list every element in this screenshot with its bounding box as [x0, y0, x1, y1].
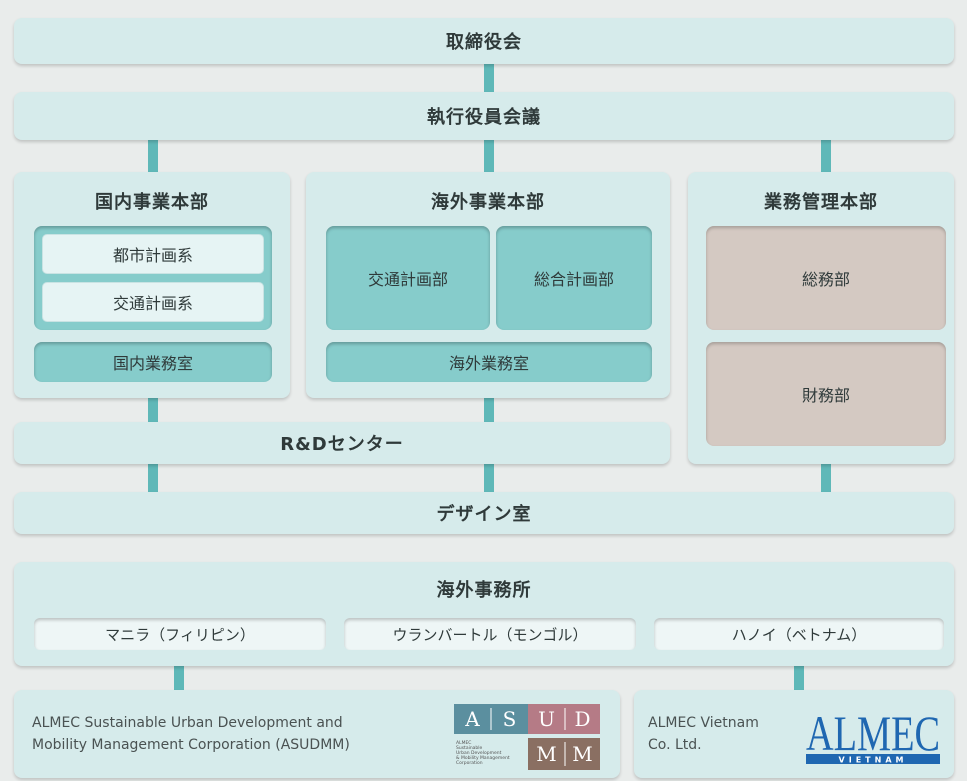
asudmm-logo-letter-a: A	[464, 707, 480, 731]
connector-admin-design	[821, 464, 831, 492]
office-manila: マニラ（フィリピン）	[34, 618, 326, 650]
office-hanoi: ハノイ（ベトナム）	[654, 618, 944, 650]
admin-division-title: 業務管理本部	[764, 192, 878, 213]
almec-vietnam-name-line1: ALMEC Vietnam	[648, 715, 759, 731]
almec-vietnam-name: ALMEC Vietnam Co. Ltd.	[648, 712, 798, 756]
domestic-groups-container: 都市計画系 交通計画系	[34, 226, 272, 330]
asudmm-company-box: ALMEC Sustainable Urban Development and …	[14, 690, 620, 778]
connector-exec-domestic	[148, 140, 158, 172]
board-box: 取締役会	[14, 18, 954, 64]
exec-committee-label: 執行役員会議	[427, 107, 541, 128]
asudmm-logo-letter-m1: M	[536, 742, 556, 766]
connector-domestic-rd	[148, 398, 158, 422]
design-office-box: デザイン室	[14, 492, 954, 534]
asudmm-name-line2: Mobility Management Corporation (ASUDMM)	[32, 737, 350, 753]
connector-rd-design-mid	[484, 464, 494, 492]
connector-offices-asudmm	[174, 666, 184, 690]
overseas-dept-transport: 交通計画部	[326, 226, 490, 330]
overseas-division-panel: 海外事業本部 交通計画部 総合計画部 海外業務室	[306, 172, 670, 398]
overseas-offices-title: 海外事務所	[436, 580, 532, 601]
almec-vietnam-box: ALMEC Vietnam Co. Ltd. ALMEC VIETNAM	[634, 690, 954, 778]
asudmm-logo-caption-4: & Mobility Management	[456, 755, 510, 761]
domestic-group-transport: 交通計画系	[42, 282, 264, 322]
connector-overseas-rd	[484, 398, 494, 422]
asudmm-logo: A S U D M M ALMEC Sustainable Urban Deve…	[454, 704, 600, 770]
asudmm-name-line1: ALMEC Sustainable Urban Development and	[32, 715, 343, 731]
exec-committee-box: 執行役員会議	[14, 92, 954, 140]
almec-vietnam-logo: ALMEC VIETNAM	[802, 705, 944, 766]
connector-offices-vietnam	[794, 666, 804, 690]
office-ulaanbaatar: ウランバートル（モンゴル）	[344, 618, 636, 650]
almec-vietnam-name-line2: Co. Ltd.	[648, 737, 702, 753]
overseas-office-box: 海外業務室	[326, 342, 652, 382]
asudmm-logo-letter-m2: M	[572, 742, 592, 766]
overseas-offices-panel: 海外事務所 マニラ（フィリピン） ウランバートル（モンゴル） ハノイ（ベトナム）	[14, 562, 954, 666]
domestic-division-title: 国内事業本部	[95, 192, 209, 213]
connector-exec-overseas	[484, 140, 494, 172]
domestic-division-panel: 国内事業本部 都市計画系 交通計画系 国内業務室	[14, 172, 290, 398]
asudmm-name: ALMEC Sustainable Urban Development and …	[32, 712, 442, 756]
connector-exec-admin	[821, 140, 831, 172]
admin-division-panel: 業務管理本部 総務部 財務部	[688, 172, 954, 464]
design-office-label: デザイン室	[436, 504, 532, 525]
almec-vietnam-logo-svg: ALMEC VIETNAM	[806, 705, 940, 765]
asudmm-logo-caption-2: Sustainable	[456, 745, 483, 751]
connector-rd-design-left	[148, 464, 158, 492]
overseas-division-title: 海外事業本部	[431, 192, 545, 213]
domestic-office-box: 国内業務室	[34, 342, 272, 382]
asudmm-logo-caption-5: Corporation	[456, 760, 483, 766]
asudmm-logo-caption-3: Urban Development	[456, 750, 502, 756]
board-label: 取締役会	[446, 32, 522, 53]
almec-logo-word: ALMEC	[806, 708, 940, 761]
asudmm-logo-svg: A S U D M M ALMEC Sustainable Urban Deve…	[454, 704, 600, 770]
almec-logo-sub: VIETNAM	[839, 756, 908, 765]
admin-dept-general-affairs: 総務部	[706, 226, 946, 330]
asudmm-logo-letter-u: U	[538, 707, 555, 731]
asudmm-logo-letter-d: D	[574, 707, 590, 731]
rd-center-label: R&Dセンター	[280, 434, 404, 455]
rd-center-box: R&Dセンター	[14, 422, 670, 464]
asudmm-logo-letter-s: S	[503, 707, 517, 731]
connector-board-exec	[484, 64, 494, 92]
overseas-dept-comprehensive: 総合計画部	[496, 226, 652, 330]
domestic-group-urban: 都市計画系	[42, 234, 264, 274]
admin-dept-finance: 財務部	[706, 342, 946, 446]
asudmm-logo-caption-1: ALMEC	[456, 740, 471, 746]
